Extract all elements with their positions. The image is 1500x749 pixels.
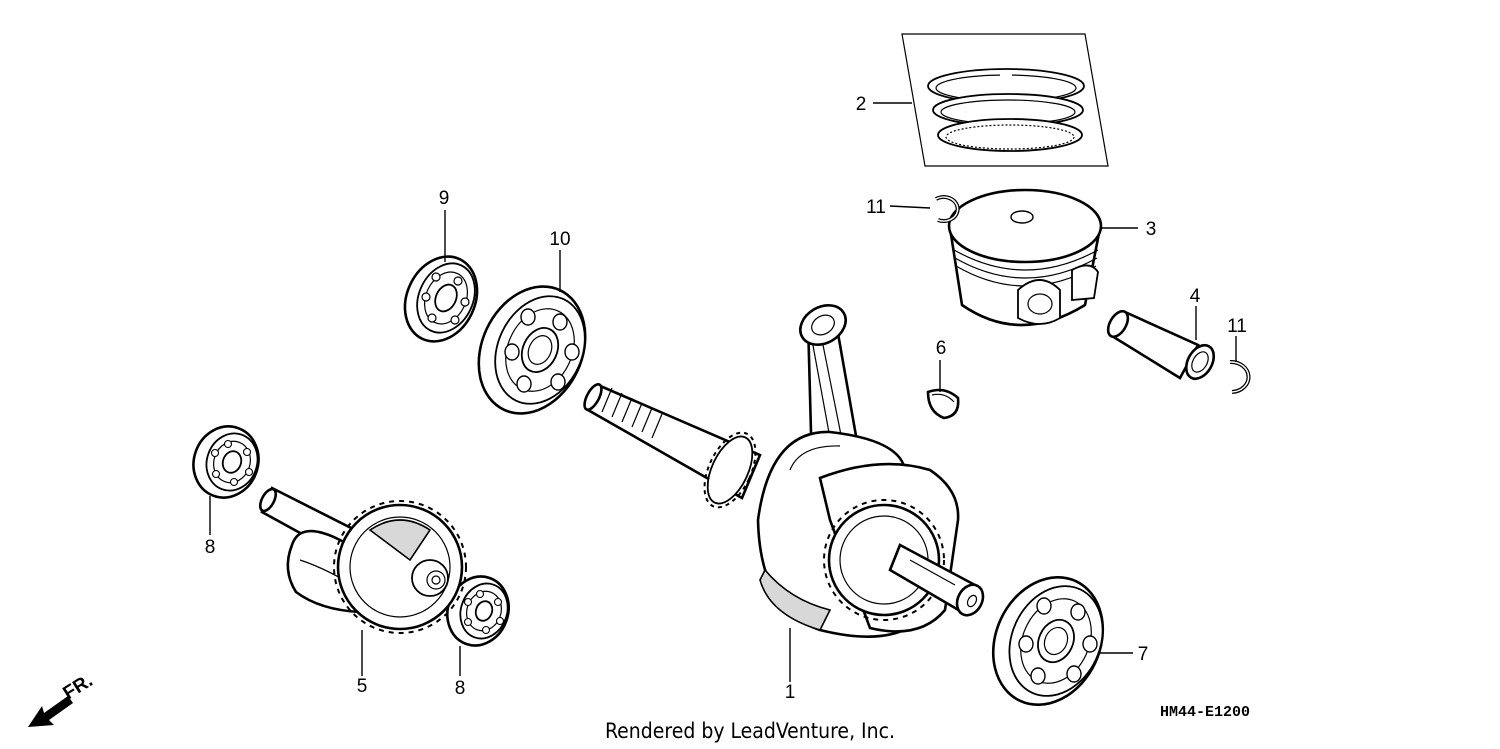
piston-pin-clip-upper[interactable] bbox=[935, 195, 960, 224]
arrow-icon bbox=[28, 696, 73, 727]
piston-pin-clip-lower[interactable] bbox=[1229, 359, 1251, 394]
diagram-code: HM44-E1200 bbox=[1160, 704, 1250, 721]
callout-10[interactable]: 10 bbox=[549, 229, 570, 250]
ring-set-frame bbox=[901, 33, 1109, 167]
callout-8-lower[interactable]: 8 bbox=[455, 678, 466, 699]
woodruff-key[interactable] bbox=[926, 388, 960, 420]
callout-2[interactable]: 2 bbox=[856, 94, 867, 115]
piston-pin[interactable] bbox=[1104, 308, 1219, 384]
radial-ball-bearing-8-upper[interactable] bbox=[184, 417, 269, 507]
callout-5[interactable]: 5 bbox=[357, 676, 368, 697]
crankshaft-assembly[interactable] bbox=[581, 297, 988, 638]
render-credit: Rendered by LeadVenture, Inc. bbox=[605, 719, 895, 743]
callout-6[interactable]: 6 bbox=[936, 338, 947, 359]
callout-1[interactable]: 1 bbox=[785, 682, 796, 703]
callout-11-upper[interactable]: 11 bbox=[866, 197, 886, 218]
leader-lines bbox=[209, 102, 1237, 682]
radial-ball-bearing-9[interactable] bbox=[392, 245, 491, 353]
callout-labels: 2 3 4 11 11 6 9 10 8 8 5 1 7 bbox=[205, 94, 1247, 703]
radial-ball-bearing-8-lower[interactable] bbox=[438, 568, 518, 654]
callout-3[interactable]: 3 bbox=[1146, 219, 1157, 240]
callout-11-lower[interactable]: 11 bbox=[1227, 316, 1247, 337]
callout-7[interactable]: 7 bbox=[1138, 644, 1149, 665]
callout-4[interactable]: 4 bbox=[1190, 286, 1201, 307]
ring-oil bbox=[937, 118, 1083, 152]
callout-8-upper[interactable]: 8 bbox=[205, 537, 216, 558]
balancer-gear-teeth bbox=[333, 500, 467, 634]
front-direction-arrow: FR. bbox=[28, 670, 97, 727]
piston[interactable] bbox=[947, 188, 1103, 327]
callout-9[interactable]: 9 bbox=[439, 188, 450, 209]
piston-ring-set[interactable] bbox=[901, 33, 1109, 167]
radial-ball-bearing-10[interactable] bbox=[459, 269, 605, 431]
balancer-shaft[interactable] bbox=[257, 486, 467, 634]
radial-ball-bearing-7[interactable] bbox=[973, 559, 1123, 723]
